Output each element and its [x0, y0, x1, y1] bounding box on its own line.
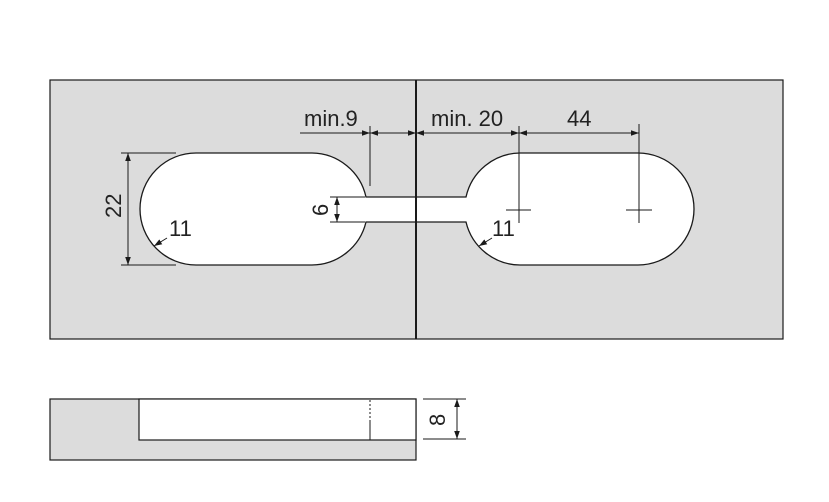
side-cutout [138, 398, 417, 441]
radius-leader-right [478, 237, 493, 247]
dim-22: 22 [101, 194, 126, 218]
dim-8: 8 [425, 414, 450, 426]
radius-leader-left [153, 237, 168, 247]
dim-min-9: min.9 [304, 106, 358, 131]
side-view: 8 [49, 398, 466, 461]
dim-6: 6 [308, 204, 333, 216]
dim-min-20: min. 20 [431, 106, 503, 131]
top-view: min.9 min. 20 44 22 6 11 11 [49, 79, 784, 340]
dim-radius-left: 11 [169, 216, 192, 241]
dim-44: 44 [567, 106, 591, 131]
dim-radius-right: 11 [492, 216, 515, 241]
hole-center-marks [369, 124, 652, 223]
slot-height-dimension [121, 152, 176, 266]
depth-dimension [423, 398, 466, 440]
channel-height-dimension [330, 196, 365, 223]
